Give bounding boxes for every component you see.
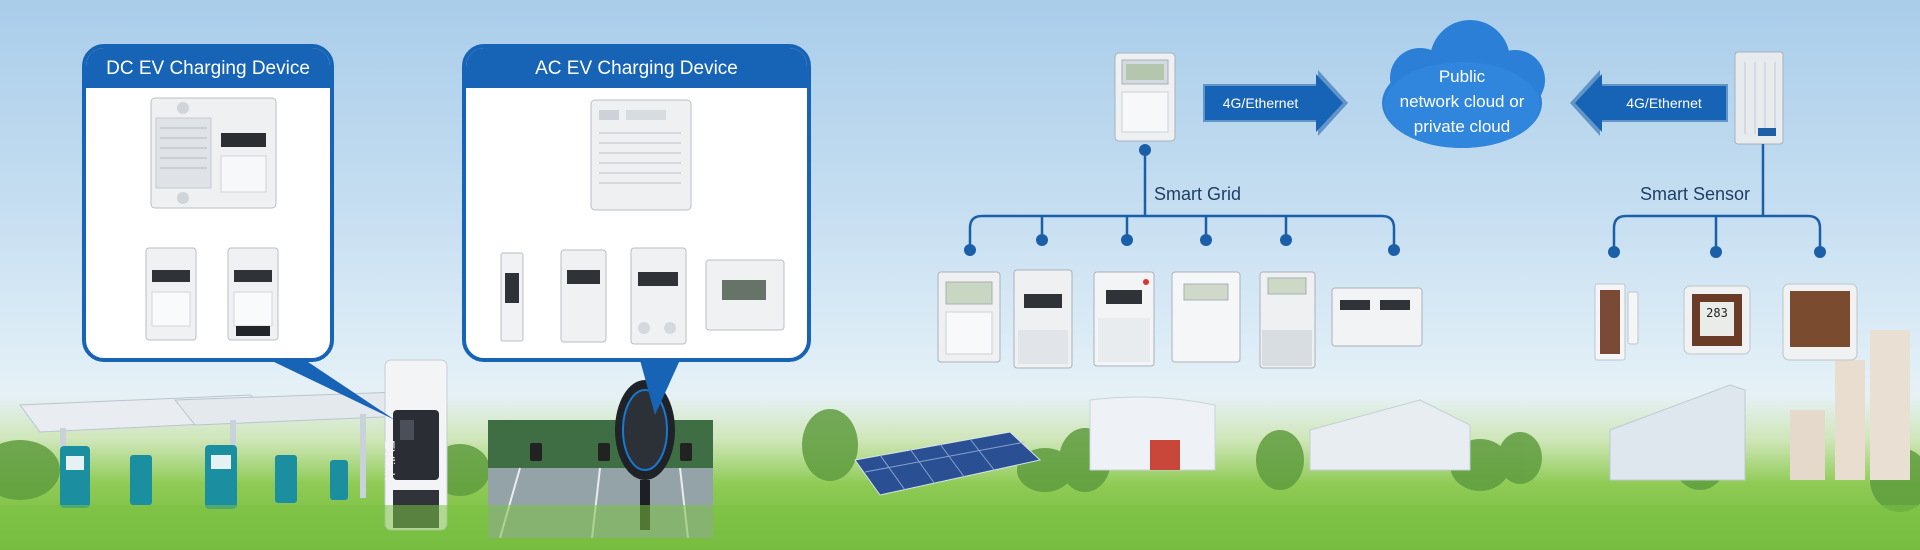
dc-meter-large (150, 97, 277, 209)
ac-callout-title: AC EV Charging Device (466, 48, 807, 88)
ac-meter-din-small (560, 249, 607, 343)
cloud-label: Public network cloud or private cloud (1372, 64, 1552, 139)
right-network-arrow (1570, 70, 1728, 136)
charging-station-canopies (19, 391, 432, 509)
grid-meter-4 (1171, 271, 1241, 363)
grid-meter-5 (1259, 271, 1316, 369)
dc-ev-charging-callout: DC EV Charging Device (82, 44, 334, 362)
grid-meter-6 (1331, 287, 1423, 347)
ac-meter-din-narrow (500, 252, 524, 342)
left-arrow-label: 4G/Ethernet (1222, 95, 1299, 111)
dc-charger-illustration (384, 359, 448, 531)
sensor-display-value: 283 (1706, 306, 1728, 320)
dc-callout-title: DC EV Charging Device (86, 48, 330, 88)
cloud-label-line-3: private cloud (1413, 117, 1511, 136)
smart-sensor-nodes (1608, 246, 1826, 258)
right-arrow-label: 4G/Ethernet (1626, 95, 1702, 111)
smart-sensor-label: Smart Sensor (1640, 184, 1751, 204)
ac-meter-large (590, 99, 692, 211)
dc-meter-small-2 (227, 247, 279, 341)
dc-meter-small-1 (145, 247, 197, 341)
grid-meter-3 (1093, 271, 1155, 367)
smart-grid-label: Smart Grid (1154, 184, 1242, 204)
smart-grid-nodes (964, 144, 1400, 256)
grid-meter-1 (937, 271, 1001, 363)
door-sensor (1594, 283, 1639, 361)
grid-concentrator-meter (1114, 52, 1176, 142)
grid-meter-2 (1013, 269, 1073, 369)
dc-device-illustrations (145, 97, 279, 341)
temperature-sensor (1683, 285, 1751, 355)
ac-device-illustrations (500, 99, 785, 345)
ac-meter-din-wide (705, 259, 785, 331)
cloud-shape (1382, 20, 1545, 148)
solar-panels (854, 431, 1042, 496)
ac-ev-charging-callout: AC EV Charging Device (462, 44, 811, 362)
ac-meter-din-medium (630, 247, 687, 345)
buildings (1089, 330, 1910, 481)
ac-parking-illustration (488, 380, 713, 539)
sensor-gateway (1734, 51, 1784, 145)
humidity-sensor (1782, 283, 1858, 361)
cloud-label-line-1: Public (1438, 67, 1486, 86)
left-network-arrow (1203, 70, 1348, 136)
cloud-label-line-2: network cloud or (1399, 92, 1525, 111)
